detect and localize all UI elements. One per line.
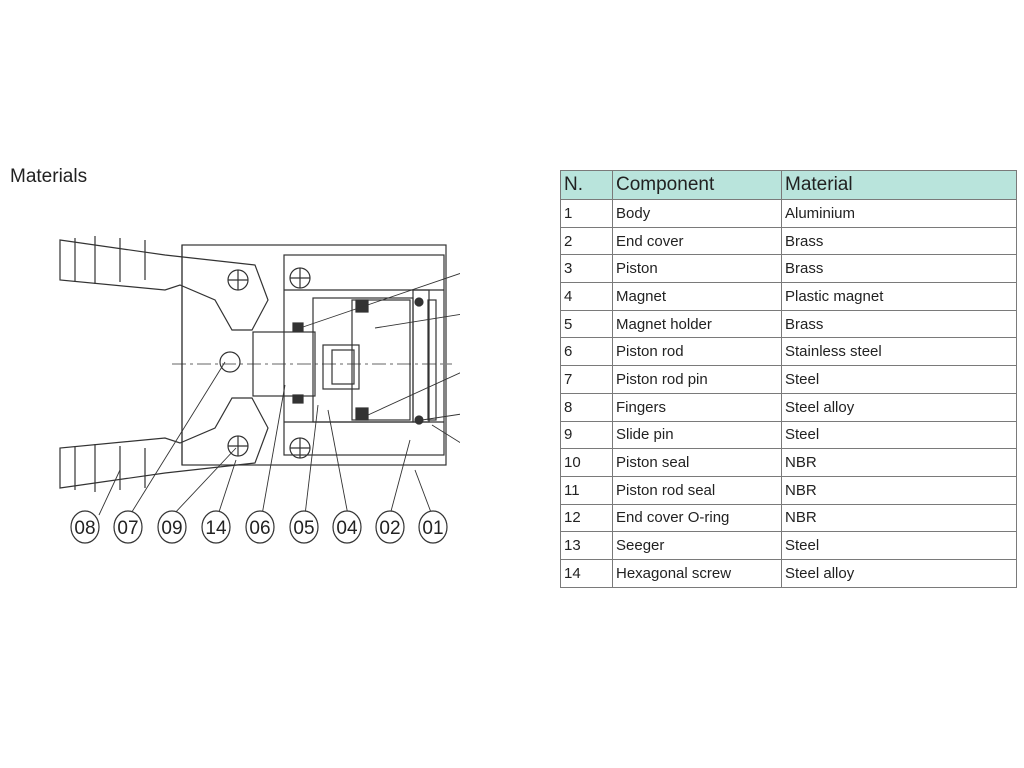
cell-number: 13 xyxy=(560,531,613,560)
cell-material: Steel xyxy=(781,420,1017,450)
svg-text:04: 04 xyxy=(336,518,358,539)
cell-material: Steel xyxy=(781,365,1017,394)
callout-05: 05 xyxy=(289,510,319,544)
cell-component: Magnet xyxy=(612,282,782,311)
cell-component: Slide pin xyxy=(612,420,782,450)
cell-component: Piston seal xyxy=(612,448,782,477)
callout-01: 01 xyxy=(418,510,448,544)
callout-02: 02 xyxy=(375,510,405,544)
magnet-outline xyxy=(322,344,360,390)
lower-finger xyxy=(59,397,269,489)
leader-lines xyxy=(98,273,460,516)
cell-material: Aluminium xyxy=(781,199,1017,228)
cell-material: NBR xyxy=(781,475,1017,505)
cell-number: 12 xyxy=(560,503,613,533)
piston-seal-bottom xyxy=(355,407,369,421)
callout-04: 04 xyxy=(332,510,362,544)
cell-number: 10 xyxy=(560,448,613,477)
cell-component: Piston rod pin xyxy=(612,365,782,394)
cell-number: 7 xyxy=(560,365,613,394)
cell-number: 4 xyxy=(560,282,613,311)
svg-text:06: 06 xyxy=(249,518,270,539)
svg-text:05: 05 xyxy=(293,518,314,539)
cell-component: End cover O-ring xyxy=(612,503,782,533)
svg-text:02: 02 xyxy=(379,518,400,539)
gripper-cross-section-drawing: 08 07 09 14 06 05 04 02 01 11 03 10 12 1… xyxy=(59,236,460,544)
cell-material: Steel xyxy=(781,531,1017,560)
cell-component: Magnet holder xyxy=(612,309,782,339)
table-header-row: N. Component Material xyxy=(560,170,1017,200)
cell-material: NBR xyxy=(781,503,1017,533)
cell-number: 8 xyxy=(560,392,613,422)
piston-seal-top xyxy=(355,299,369,313)
cell-component: Piston xyxy=(612,254,782,284)
callout-14: 14 xyxy=(201,510,231,544)
cell-material: Steel alloy xyxy=(781,558,1017,588)
cell-material: Stainless steel xyxy=(781,337,1017,367)
callout-06: 06 xyxy=(245,510,275,544)
callout-07: 07 xyxy=(113,510,143,544)
cell-number: 3 xyxy=(560,254,613,284)
cell-material: Brass xyxy=(781,226,1017,256)
cell-number: 14 xyxy=(560,558,613,588)
header-component: Component xyxy=(612,170,782,200)
cell-component: Piston rod xyxy=(612,337,782,367)
cell-component: Hexagonal screw xyxy=(612,558,782,588)
cell-component: Piston rod seal xyxy=(612,475,782,505)
svg-text:14: 14 xyxy=(205,518,227,539)
cell-component: Body xyxy=(612,199,782,228)
cell-material: Brass xyxy=(781,309,1017,339)
cell-number: 6 xyxy=(560,337,613,367)
cell-number: 9 xyxy=(560,420,613,450)
svg-text:09: 09 xyxy=(161,518,182,539)
cell-component: End cover xyxy=(612,226,782,256)
cell-material: NBR xyxy=(781,448,1017,477)
cell-material: Plastic magnet xyxy=(781,282,1017,311)
page-title: Materials xyxy=(10,166,88,187)
svg-text:07: 07 xyxy=(117,518,138,539)
callout-08: 08 xyxy=(70,510,100,544)
cell-material: Steel alloy xyxy=(781,392,1017,422)
cell-number: 1 xyxy=(560,199,613,228)
upper-finger xyxy=(59,239,269,331)
cell-component: Fingers xyxy=(612,392,782,422)
header-material: Material xyxy=(781,170,1017,200)
body-outline xyxy=(181,244,447,466)
svg-text:08: 08 xyxy=(74,518,95,539)
header-n: N. xyxy=(560,170,613,200)
callout-09: 09 xyxy=(157,510,187,544)
piston-outline xyxy=(312,297,414,423)
svg-text:01: 01 xyxy=(422,518,443,539)
cell-number: 11 xyxy=(560,475,613,505)
cell-component: Seeger xyxy=(612,531,782,560)
cell-number: 2 xyxy=(560,226,613,256)
cell-material: Brass xyxy=(781,254,1017,284)
cell-number: 5 xyxy=(560,309,613,339)
